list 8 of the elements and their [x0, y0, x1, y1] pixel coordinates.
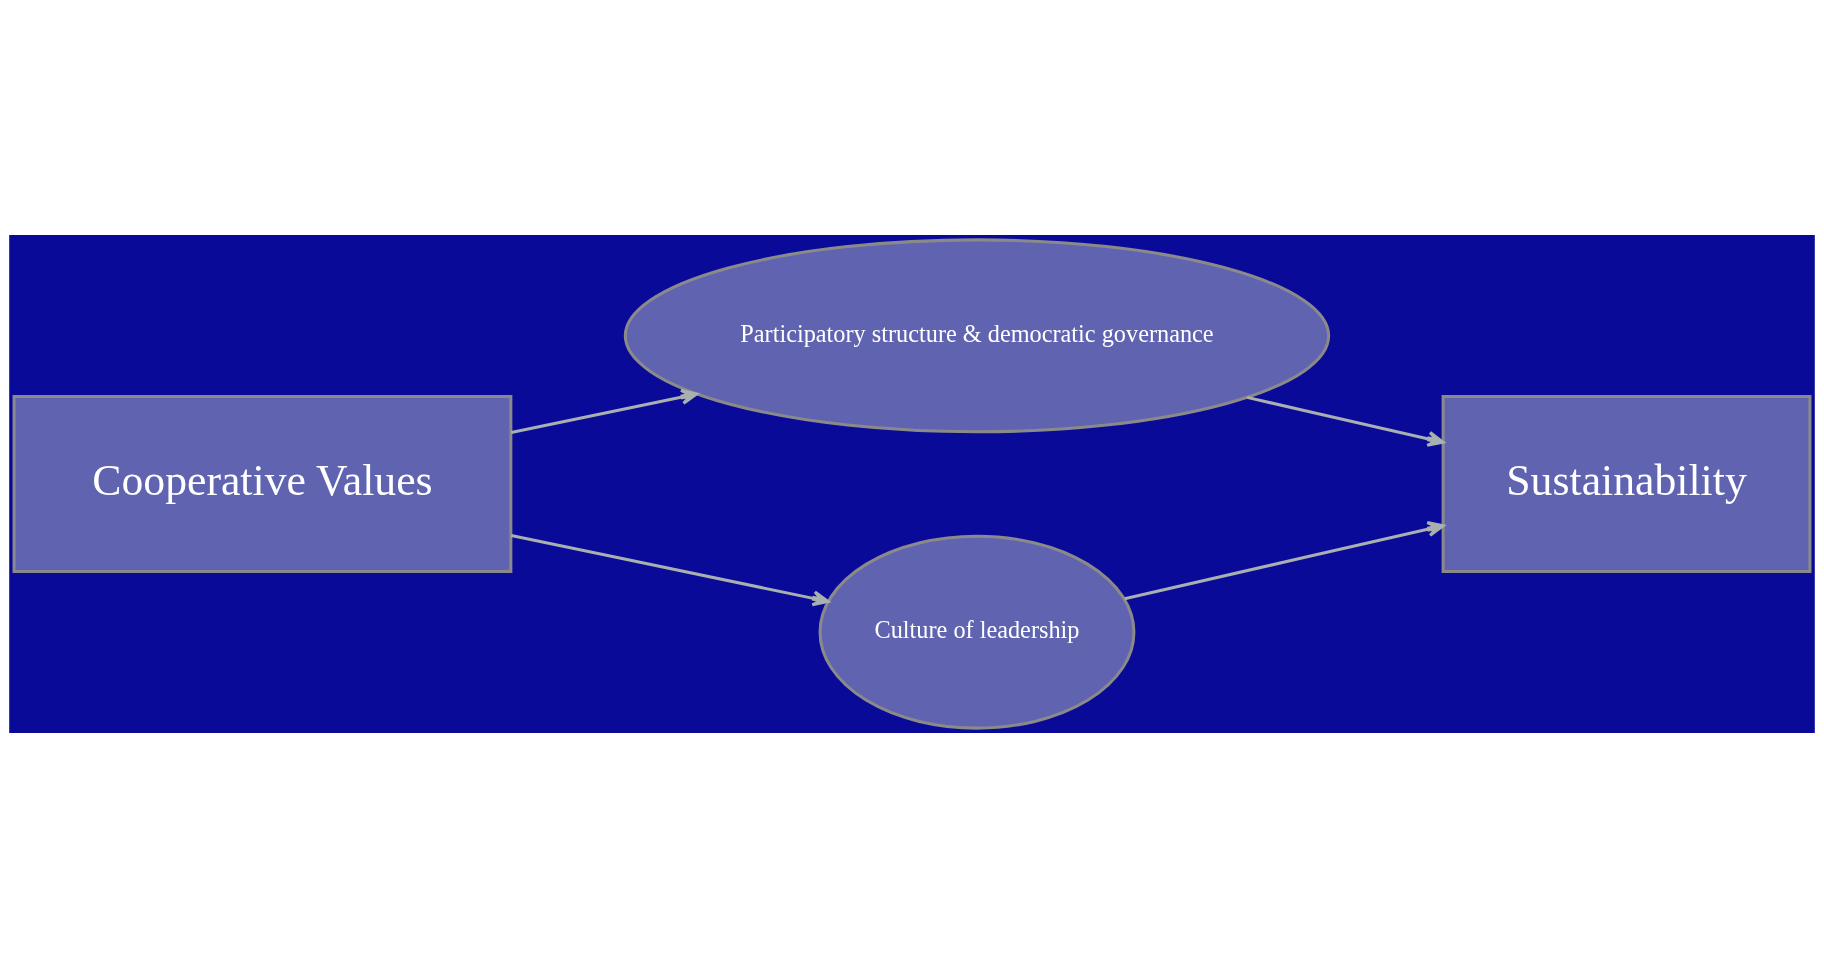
node-box: Sustainability: [1441, 395, 1812, 573]
node-ellipse: Culture of leadership: [818, 534, 1136, 730]
node-box: Cooperative Values: [12, 395, 513, 573]
node-ellipse: Participatory structure & democratic governance: [623, 238, 1331, 434]
arrow: [510, 534, 830, 607]
arrow: [510, 388, 699, 434]
arrow: [1124, 521, 1445, 601]
arrow: [1246, 395, 1445, 447]
